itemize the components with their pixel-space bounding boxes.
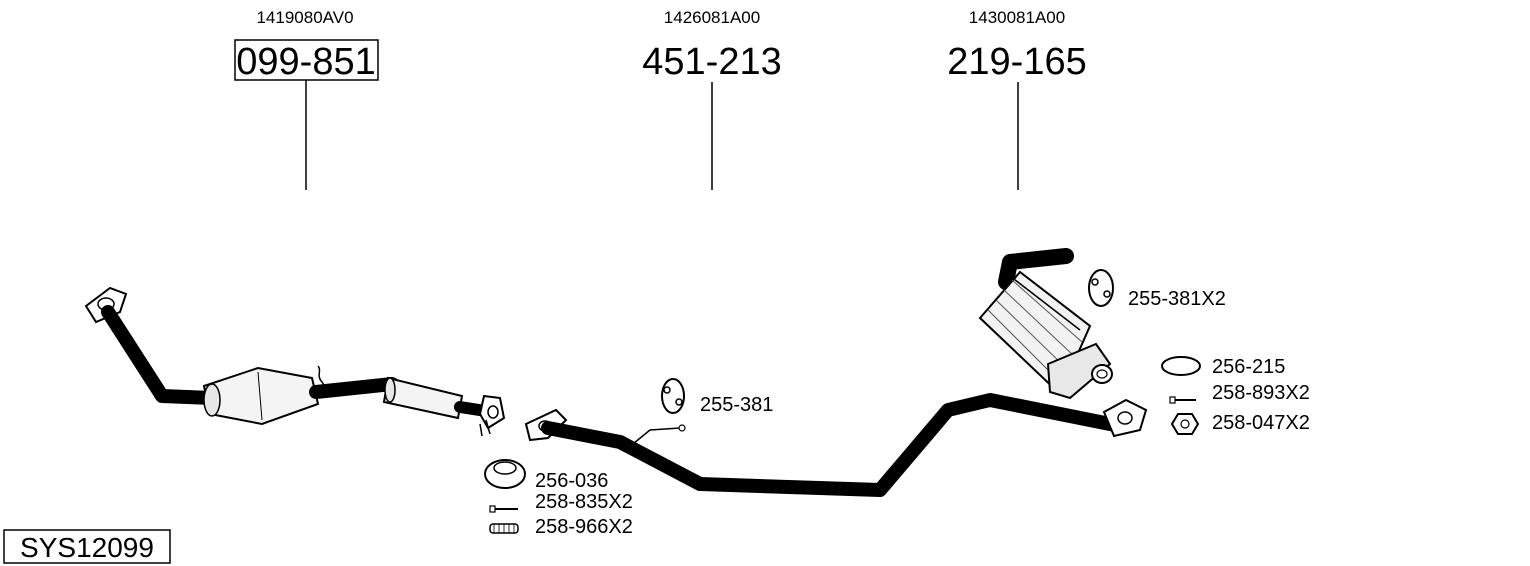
catalyst-assembly[interactable] xyxy=(84,286,506,437)
gasket-icon[interactable] xyxy=(484,459,526,489)
bolt-rear-icon[interactable] xyxy=(1169,396,1196,404)
label-front-bolt[interactable]: 258-835X2 xyxy=(535,491,633,513)
middle-pipe-assembly[interactable] xyxy=(524,393,1148,497)
oem-number-rear-silencer: 1430081A00 xyxy=(969,8,1065,27)
part-number-rear-silencer[interactable]: 219-165 xyxy=(947,41,1086,83)
system-code: SYS12099 xyxy=(20,532,154,563)
bolt-front-icon[interactable] xyxy=(489,505,518,513)
spring-icon[interactable] xyxy=(489,523,519,534)
part-number-midpipe[interactable]: 451-213 xyxy=(642,41,781,83)
rear-silencer-assembly[interactable] xyxy=(978,248,1113,400)
rubber-hanger-mid-icon[interactable] xyxy=(661,378,685,414)
sealing-ring-icon[interactable] xyxy=(1161,356,1201,376)
label-rear-hangers[interactable]: 255-381X2 xyxy=(1128,288,1226,310)
label-front-gasket[interactable]: 256-036 xyxy=(535,470,608,492)
label-rear-bolt[interactable]: 258-893X2 xyxy=(1212,382,1310,404)
label-mid-hanger[interactable]: 255-381 xyxy=(700,394,773,416)
nut-icon[interactable] xyxy=(1170,413,1200,435)
label-rear-ring[interactable]: 256-215 xyxy=(1212,356,1285,378)
system-code-box xyxy=(3,529,171,564)
oem-number-midpipe: 1426081A00 xyxy=(664,8,760,27)
oem-number-catalyst: 1419080AV0 xyxy=(256,8,353,27)
label-front-spring[interactable]: 258-966X2 xyxy=(535,516,633,538)
rubber-hanger-rear-icon[interactable] xyxy=(1088,269,1114,307)
part-number-box xyxy=(234,39,379,81)
label-rear-nut[interactable]: 258-047X2 xyxy=(1212,412,1310,434)
part-number-catalyst[interactable]: 099-851 xyxy=(236,41,375,83)
